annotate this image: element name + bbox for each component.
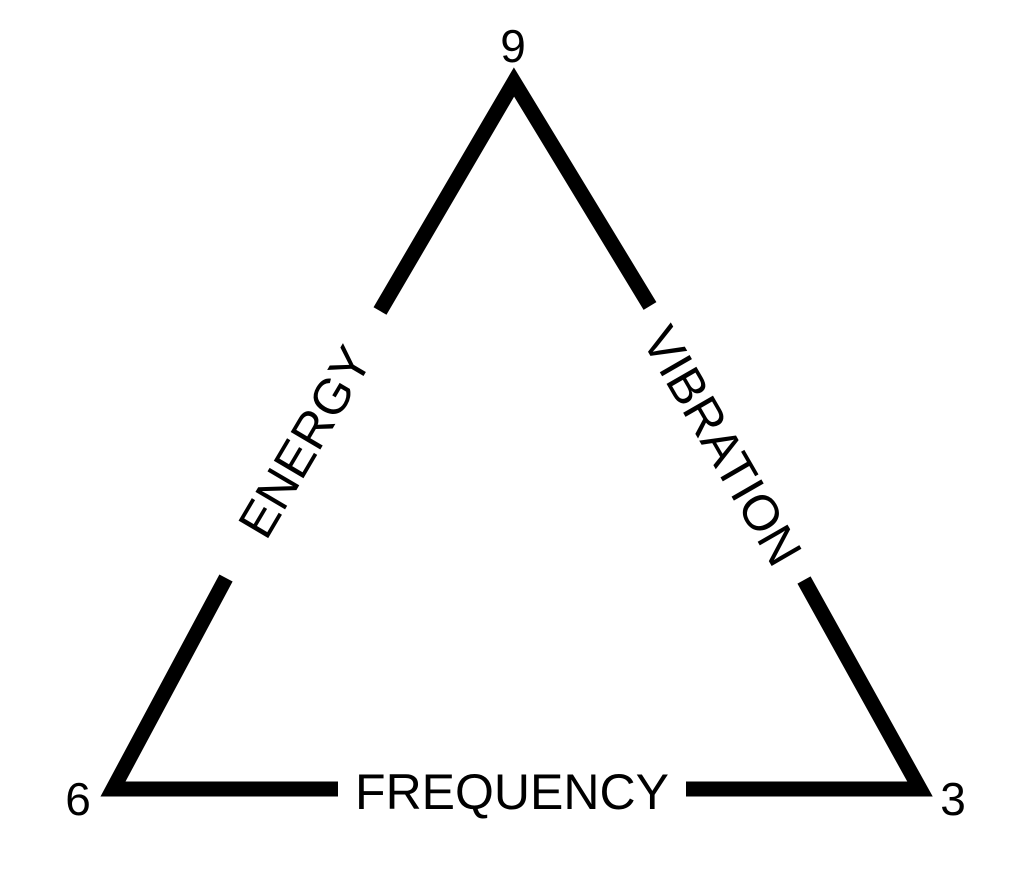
triangle-bottom-left-corner	[100, 574, 338, 797]
triangle-top-corner	[373, 67, 657, 315]
side-label-bottom: FREQUENCY	[355, 764, 669, 820]
vertex-label-bottom-right: 3	[940, 773, 966, 825]
side-label-right: VIBRATION	[631, 317, 812, 575]
side-label-left: ENERGY	[227, 337, 382, 547]
vertex-label-bottom-left: 6	[65, 773, 91, 825]
vertex-label-top: 9	[500, 20, 526, 72]
triangle-bottom-right-corner	[686, 576, 933, 797]
